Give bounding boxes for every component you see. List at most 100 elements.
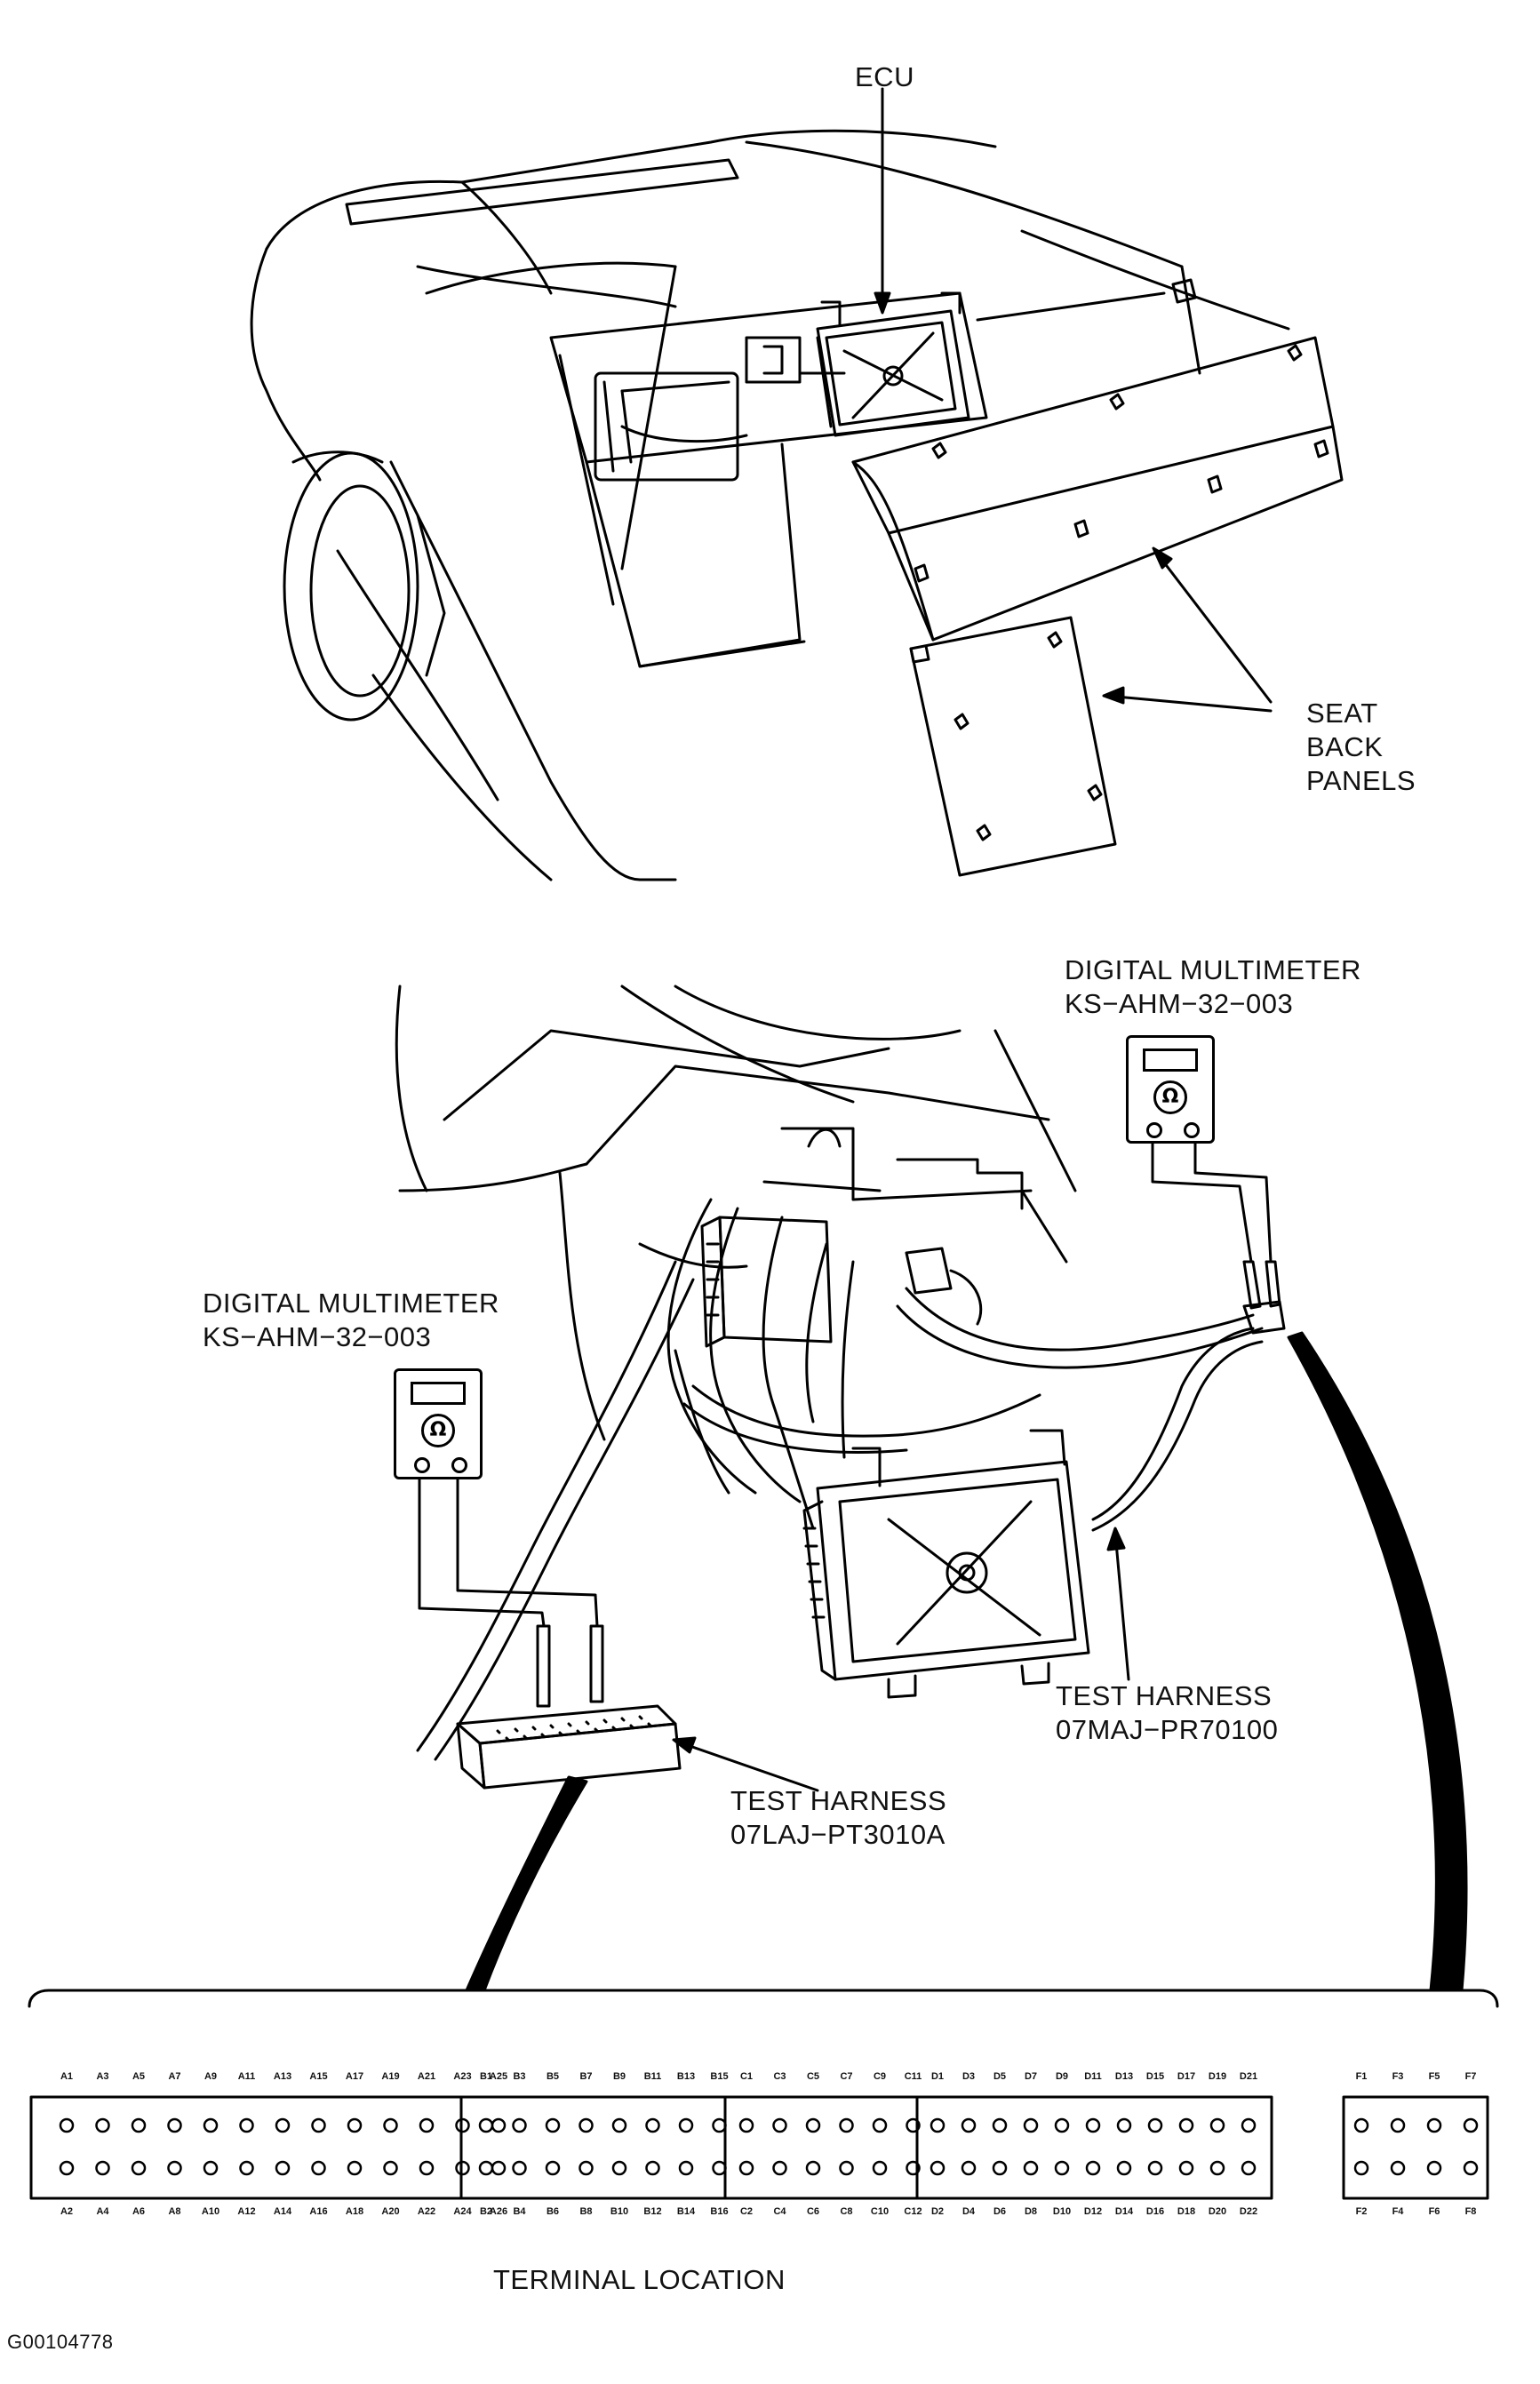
terminal-pin-B5 — [545, 2117, 561, 2133]
terminal-pin-A14 — [275, 2160, 291, 2176]
test-harness-box-part-number: 07LAJ−PT3010A — [730, 1819, 946, 1850]
terminal-pin-B13 — [678, 2117, 694, 2133]
terminal-label: C5 — [806, 2071, 820, 2082]
terminal-label: D2 — [930, 2206, 945, 2217]
terminal-label: A21 — [417, 2071, 436, 2082]
terminal-label: B1 — [479, 2071, 493, 2082]
wiring-harness — [416, 1198, 1264, 1761]
terminal-pin-D16 — [1147, 2160, 1163, 2176]
top-leader-lines — [874, 87, 1273, 713]
terminal-label: A23 — [453, 2071, 472, 2082]
terminal-pin-D3 — [961, 2117, 977, 2133]
terminal-pin-F3 — [1390, 2117, 1406, 2133]
terminal-pin-D8 — [1023, 2160, 1039, 2176]
terminal-label: F5 — [1428, 2071, 1440, 2082]
terminal-label: B2 — [479, 2206, 493, 2217]
terminal-pin-D4 — [961, 2160, 977, 2176]
meter-dial: Ω — [1153, 1080, 1187, 1114]
terminal-label: C3 — [773, 2071, 786, 2082]
terminal-pin-C3 — [772, 2117, 787, 2133]
terminal-label: B4 — [513, 2206, 526, 2217]
terminal-pin-D20 — [1209, 2160, 1225, 2176]
terminal-label: A9 — [203, 2071, 218, 2082]
terminal-label: D1 — [930, 2071, 945, 2082]
terminal-label: D7 — [1024, 2071, 1038, 2082]
terminal-label: A2 — [60, 2206, 74, 2217]
terminal-pin-B3 — [512, 2117, 527, 2133]
terminal-label: F4 — [1392, 2206, 1404, 2217]
terminal-pin-A10 — [203, 2160, 219, 2176]
meter-dial: Ω — [421, 1414, 455, 1447]
terminal-label: D16 — [1145, 2206, 1165, 2217]
terminal-label: B7 — [579, 2071, 593, 2082]
terminal-pin-B6 — [545, 2160, 561, 2176]
terminal-pin-A6 — [131, 2160, 147, 2176]
terminal-pin-F6 — [1426, 2160, 1442, 2176]
terminal-pin-B1 — [478, 2117, 494, 2133]
terminal-pin-F5 — [1426, 2117, 1442, 2133]
terminal-pin-A15 — [311, 2117, 326, 2133]
terminal-label: D4 — [962, 2206, 976, 2217]
terminal-label: B10 — [610, 2206, 629, 2217]
terminal-label: A22 — [417, 2206, 436, 2217]
terminal-label: C11 — [904, 2071, 922, 2082]
terminal-label: B6 — [546, 2206, 560, 2217]
terminal-label: B16 — [710, 2206, 729, 2217]
seat-back-panel-long — [851, 336, 1344, 642]
terminal-label: B14 — [676, 2206, 696, 2217]
terminal-pin-D21 — [1241, 2117, 1257, 2133]
terminal-label: D12 — [1083, 2206, 1103, 2217]
terminal-label: D13 — [1114, 2071, 1134, 2082]
terminal-label: F6 — [1428, 2206, 1440, 2217]
terminal-pin-C11 — [906, 2117, 921, 2133]
meter-right-leads — [1151, 1140, 1286, 1335]
terminal-pin-B4 — [512, 2160, 527, 2176]
terminal-label: A11 — [237, 2071, 256, 2082]
terminal-label: B13 — [676, 2071, 696, 2082]
seat-back-panels-label: SEAT BACK PANELS — [1306, 697, 1416, 798]
terminal-pin-A7 — [167, 2117, 182, 2133]
terminal-label: A6 — [132, 2206, 146, 2217]
terminal-pin-A25 — [491, 2117, 507, 2133]
terminal-label: C8 — [840, 2206, 853, 2217]
terminal-pin-B15 — [712, 2117, 727, 2133]
terminal-label: D18 — [1177, 2206, 1196, 2217]
terminal-pin-D12 — [1085, 2160, 1101, 2176]
terminal-label: B15 — [710, 2071, 729, 2082]
terminal-pin-A20 — [383, 2160, 398, 2176]
digital-multimeter-left: Ω — [394, 1368, 483, 1479]
terminal-pin-D14 — [1116, 2160, 1132, 2176]
terminal-label: B12 — [643, 2206, 662, 2217]
meter-left-title: DIGITAL MULTIMETER — [203, 1288, 499, 1319]
ecu-unit-bottom — [802, 1429, 1090, 1699]
terminal-pin-A3 — [95, 2117, 110, 2133]
terminal-label: C1 — [739, 2071, 754, 2082]
terminal-pin-A11 — [239, 2117, 254, 2133]
terminal-label: D10 — [1052, 2206, 1072, 2217]
terminal-label: A7 — [168, 2071, 181, 2082]
terminal-label: F3 — [1392, 2071, 1404, 2082]
test-harness-box-label: TEST HARNESS 07LAJ−PT3010A — [730, 1784, 946, 1852]
terminal-pin-B14 — [678, 2160, 694, 2176]
terminal-pin-A5 — [131, 2117, 147, 2133]
terminal-label: C9 — [873, 2071, 887, 2082]
dash-structure — [395, 985, 1077, 1495]
terminal-pin-D5 — [992, 2117, 1008, 2133]
terminal-label: D19 — [1208, 2071, 1227, 2082]
meter-display — [411, 1382, 466, 1405]
terminal-label: A4 — [96, 2206, 109, 2217]
test-box — [456, 1704, 682, 1790]
terminal-pin-D10 — [1054, 2160, 1070, 2176]
terminal-label: F1 — [1355, 2071, 1368, 2082]
terminal-label: A12 — [237, 2206, 256, 2217]
terminal-label: D17 — [1177, 2071, 1196, 2082]
terminal-pin-B11 — [645, 2117, 660, 2133]
terminal-pin-C7 — [839, 2117, 854, 2133]
figure-id: G00104778 — [7, 2331, 114, 2353]
terminal-pin-A8 — [167, 2160, 182, 2176]
terminal-pin-A9 — [203, 2117, 219, 2133]
terminal-pin-F8 — [1463, 2160, 1479, 2176]
terminal-label: A1 — [60, 2071, 74, 2082]
terminal-pin-C1 — [738, 2117, 754, 2133]
terminal-label: B8 — [579, 2206, 593, 2217]
